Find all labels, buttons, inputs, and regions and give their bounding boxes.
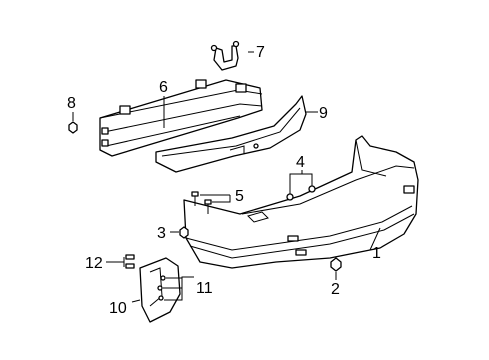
callout-10: 10 [109,300,127,317]
reinforcement-beam [99,79,263,157]
callout-5: 5 [235,188,244,205]
leader-lines [72,51,381,303]
retainer-clip [286,185,316,201]
callout-6: 6 [159,79,168,96]
callout-3: 3 [157,225,166,242]
callout-9: 9 [319,105,328,122]
bumper-cover [183,135,419,269]
callouts: 1 2 3 4 5 6 7 8 9 10 11 12 [67,44,381,317]
callout-1: 1 [372,245,381,262]
screw [157,275,166,301]
callout-4: 4 [296,154,305,171]
callout-11: 11 [196,280,213,297]
nut [68,121,78,134]
callout-12: 12 [85,255,103,272]
energy-absorber [155,95,307,173]
push-pin [330,257,342,272]
mounting-bracket [210,40,240,71]
nut [179,226,189,239]
callout-8: 8 [67,95,76,112]
clip [125,254,135,269]
bolt [191,191,212,214]
callout-2: 2 [331,281,340,298]
callout-7: 7 [256,44,265,61]
